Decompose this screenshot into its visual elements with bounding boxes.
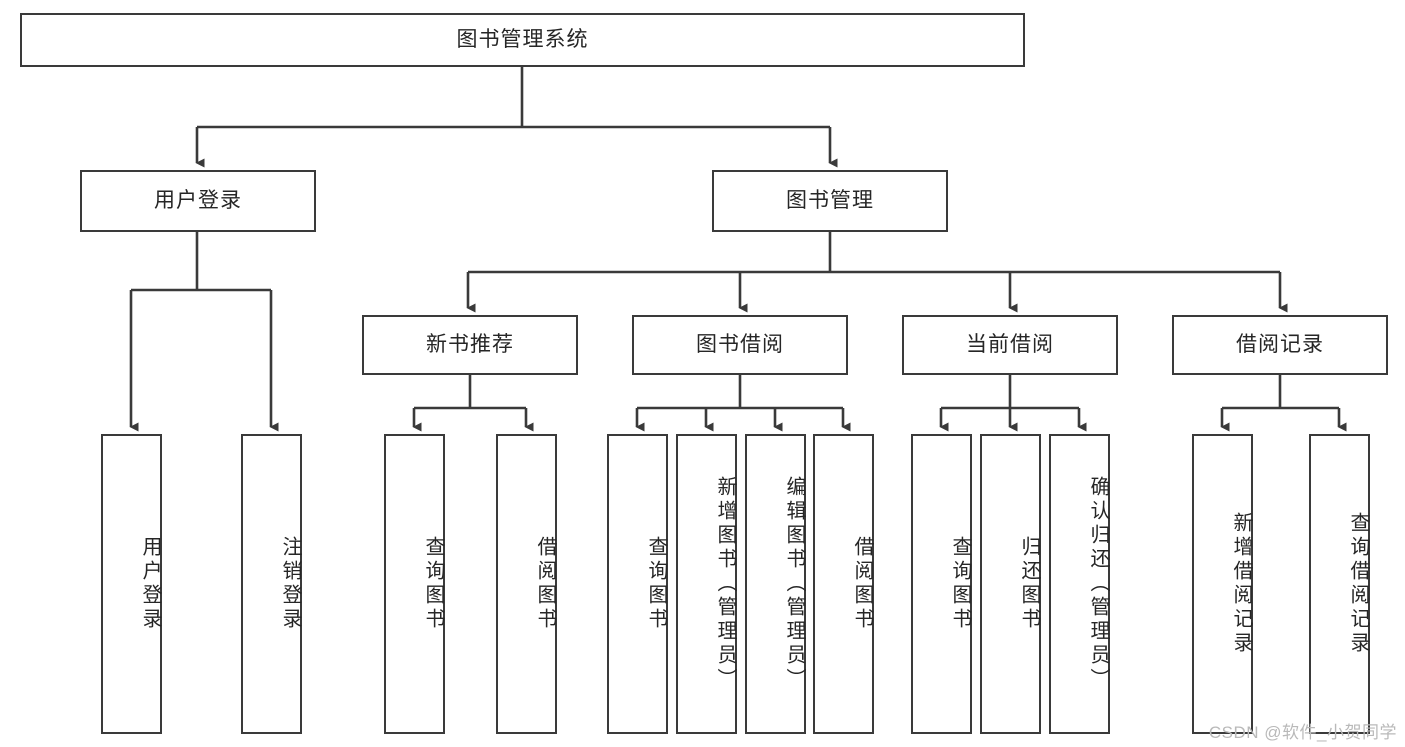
node-user-login[interactable]: 用户登录 (80, 170, 316, 232)
leaf-add-borrow-record[interactable]: 新增借阅记录 (1192, 434, 1253, 734)
node-label: 图书管理 (786, 189, 874, 213)
node-label: 新增借阅记录 (1230, 512, 1252, 656)
node-book-management[interactable]: 图书管理 (712, 170, 948, 232)
node-label: 图书管理系统 (456, 28, 589, 52)
node-label: 查询图书 (645, 536, 667, 632)
node-new-book-recommend[interactable]: 新书推荐 (362, 315, 578, 375)
node-label: 借阅图书 (534, 536, 556, 632)
node-label: 用户登录 (154, 189, 242, 213)
node-label: 新增图书（管理员） (714, 476, 736, 692)
node-label: 用户登录 (139, 536, 161, 632)
leaf-query-book-current[interactable]: 查询图书 (911, 434, 972, 734)
node-label: 编辑图书（管理员） (783, 476, 805, 692)
leaf-borrow-book-recommend[interactable]: 借阅图书 (496, 434, 557, 734)
node-label: 当前借阅 (966, 333, 1054, 357)
node-current-borrow[interactable]: 当前借阅 (902, 315, 1118, 375)
csdn-watermark: CSDN @软件_小贺同学 (1208, 723, 1397, 742)
node-label: 确认归还（管理员） (1087, 476, 1109, 692)
node-book-borrow[interactable]: 图书借阅 (632, 315, 848, 375)
leaf-edit-book-admin[interactable]: 编辑图书（管理员） (745, 434, 806, 734)
node-label: 新书推荐 (426, 333, 514, 357)
node-borrow-record[interactable]: 借阅记录 (1172, 315, 1388, 375)
node-label: 查询借阅记录 (1347, 512, 1369, 656)
leaf-confirm-return-admin[interactable]: 确认归还（管理员） (1049, 434, 1110, 734)
node-label: 归还图书 (1018, 536, 1040, 632)
leaf-borrow-book[interactable]: 借阅图书 (813, 434, 874, 734)
leaf-add-book-admin[interactable]: 新增图书（管理员） (676, 434, 737, 734)
node-label: 借阅图书 (851, 536, 873, 632)
leaf-return-book[interactable]: 归还图书 (980, 434, 1041, 734)
leaf-user-login[interactable]: 用户登录 (101, 434, 162, 734)
node-label: 注销登录 (279, 536, 301, 632)
node-label: 借阅记录 (1236, 333, 1324, 357)
leaf-query-book-recommend[interactable]: 查询图书 (384, 434, 445, 734)
leaf-query-borrow-record[interactable]: 查询借阅记录 (1309, 434, 1370, 734)
node-label: 查询图书 (422, 536, 444, 632)
node-label: 图书借阅 (696, 333, 784, 357)
leaf-query-book-borrow[interactable]: 查询图书 (607, 434, 668, 734)
node-book-management-system[interactable]: 图书管理系统 (20, 13, 1025, 67)
node-label: 查询图书 (949, 536, 971, 632)
leaf-logout[interactable]: 注销登录 (241, 434, 302, 734)
